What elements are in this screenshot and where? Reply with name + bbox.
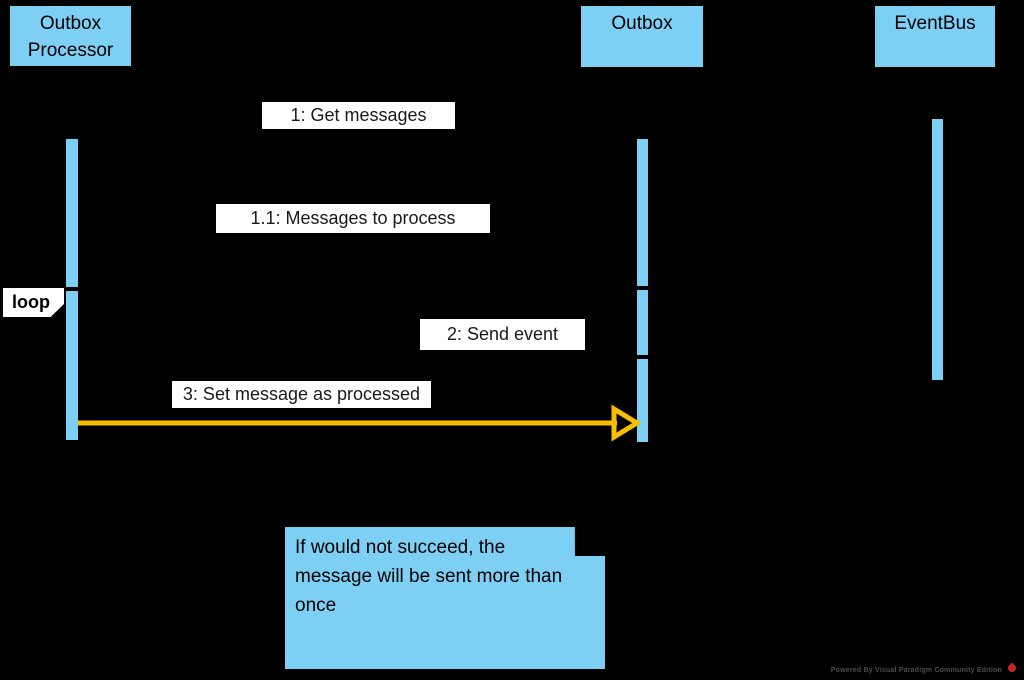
activation-bar-outbox-processor-1 [65,138,79,288]
message-label-send-event: 2: Send event [420,319,585,350]
message-label-get-messages: 1: Get messages [262,102,455,129]
message-3-arrow-icon [78,404,640,442]
activation-bar-outbox-2 [636,289,649,356]
activation-bar-outbox-1 [636,138,649,287]
participant-box-outbox: Outbox [579,4,705,69]
message-label-set-message-as-processed: 3: Set message as processed [172,381,431,408]
visual-paradigm-logo-icon [1006,662,1018,674]
message-label-messages-to-process: 1.1: Messages to process [216,204,490,233]
participant-box-eventbus: EventBus [873,4,997,69]
note-shape: If would not succeed, the message will b… [285,527,605,669]
watermark-text: Powered By Visual Paradigm Community Edi… [830,667,1002,674]
activation-bar-outbox-processor-2 [65,290,79,441]
activation-bar-eventbus [931,118,944,381]
note-text: If would not succeed, the message will b… [295,537,563,616]
participant-box-outbox-processor: Outbox Processor [8,4,133,68]
loop-fragment-label: loop [3,288,64,317]
